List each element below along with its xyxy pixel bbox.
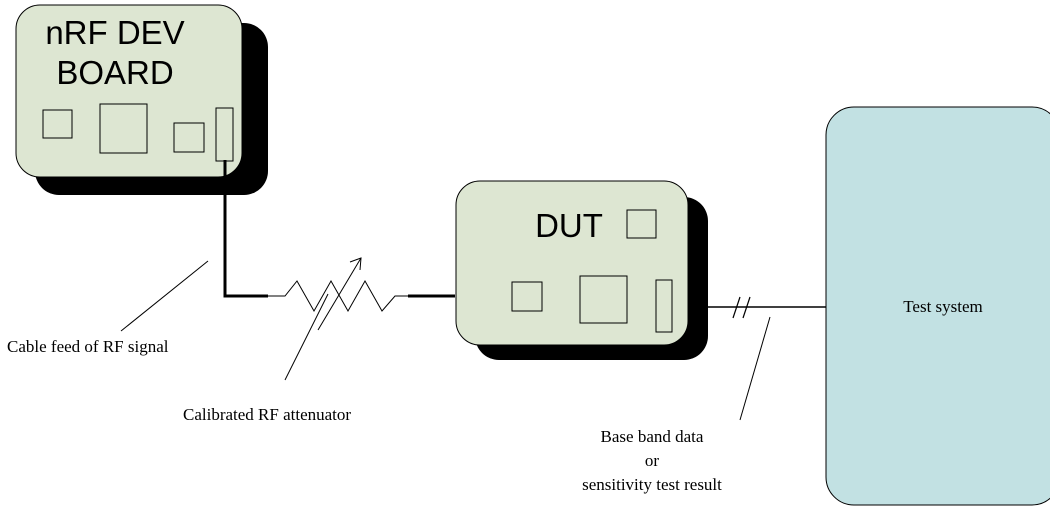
dev-board-chip-large [99,103,148,154]
cable-feed-leader [120,260,209,332]
dut-title: DUT [535,207,603,244]
dev-board-chip-medium [173,122,205,153]
dut-connector [655,279,673,333]
dev-board-chip-small [42,109,73,139]
dut-chip-large [579,275,628,324]
dut-board: DUT [455,180,708,360]
rf-cable [223,160,455,298]
attenuator-label: Calibrated RF attenuator [183,405,351,424]
baseband-leader [739,316,771,421]
dut-body [455,180,689,346]
attenuator-arrow-head [349,257,362,271]
rf-attenuator-symbol [268,257,408,331]
test-system-box [825,106,1050,506]
attenuator-leader [284,293,329,381]
baseband-label-line3: sensitivity test result [582,475,722,494]
attenuator-zigzag [268,279,408,313]
dev-board: nRF DEV BOARD [15,4,268,195]
dev-board-title-line1: nRF DEV [45,14,184,51]
bus-slash-2 [742,296,751,319]
baseband-label-line1: Base band data [601,427,704,446]
baseband-data-line [705,296,827,319]
dev-board-title-line2: BOARD [56,54,173,91]
dut-chip-small [511,281,543,312]
test-system: Test system [825,106,1050,506]
attenuator-arrow-shaft [317,257,362,331]
baseband-label-line2: or [645,451,660,470]
cable-feed-label: Cable feed of RF signal [7,337,169,356]
test-system-label: Test system [903,297,983,316]
dut-chip-top [626,209,657,239]
bus-slash-1 [732,296,741,319]
rf-cable-thick [223,160,268,298]
annotation-leaders [120,260,771,421]
